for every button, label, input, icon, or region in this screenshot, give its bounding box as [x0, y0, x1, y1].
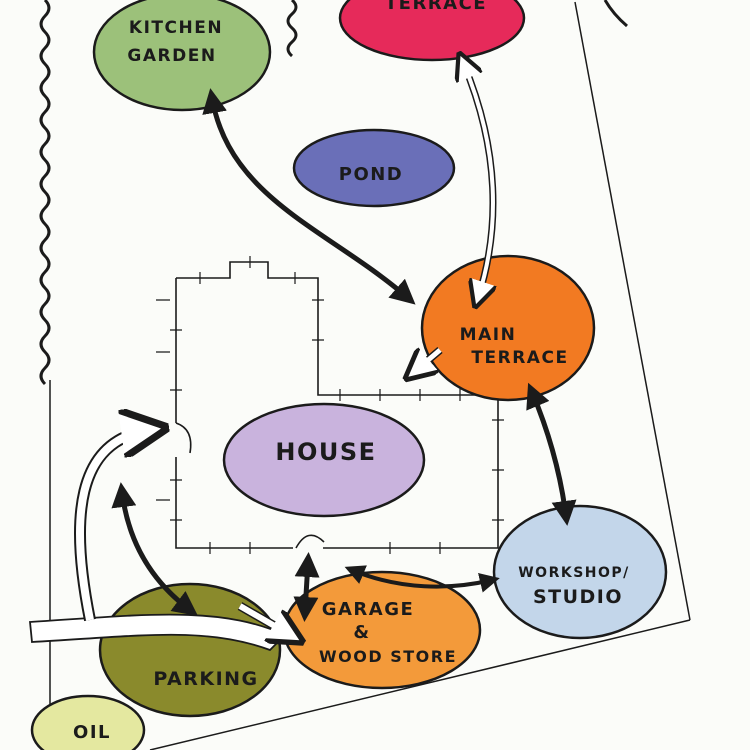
house-door-left: [175, 422, 192, 454]
open-arrows: [73, 61, 495, 639]
hedge-corner: [603, 0, 628, 28]
hedges: [39, 0, 628, 386]
arrow-terrace-to-main-terrace-inner: [461, 61, 495, 299]
parking-label: PARKING: [153, 668, 258, 690]
arrow-garage-to-house: [293, 552, 320, 622]
hedge-top: [286, 0, 298, 58]
arrow-main-terrace-to-house-inner: [412, 348, 442, 374]
terrace-label: TERRACE: [385, 0, 487, 14]
garage-wood-store-bubble: [282, 570, 482, 690]
pond-label: POND: [339, 164, 404, 185]
kitchen-garden-label-2: GARDEN: [127, 46, 216, 66]
garage-label-3: WOOD STORE: [319, 647, 457, 666]
arrow-parking-to-house-door: [111, 482, 198, 617]
kitchen-garden-label-1: KITCHEN: [129, 18, 223, 38]
oil-bubble: [30, 694, 146, 750]
hedge-left: [39, 0, 51, 386]
arrow-entrance-to-house-inner: [75, 426, 151, 621]
circulation-arrows: [111, 88, 577, 622]
arrow-entrance-to-house: [73, 430, 150, 622]
arrow-garage-to-workshop: [344, 565, 500, 593]
house-bubble: [222, 402, 426, 518]
arrow-kitchen-to-main-terrace: [202, 88, 416, 305]
boundary-bottom-edge: [149, 619, 691, 750]
oil-label: OIL: [73, 722, 111, 743]
arrow-main-terrace-to-workshop: [526, 382, 577, 526]
kitchen-garden-bubble: [92, 0, 272, 112]
main-terrace-label-2: TERRACE: [471, 348, 568, 368]
house-door-bottom: [295, 534, 325, 549]
arrow-driveway-to-garage-inner: [238, 603, 294, 639]
terrace-bubble: [338, 0, 526, 62]
house-label: HOUSE: [275, 438, 376, 466]
boundary-right-edge: [574, 1, 691, 621]
parking-bubble: [98, 582, 282, 718]
main-terrace-label-1: MAIN: [460, 325, 517, 345]
garage-label-2: &: [353, 622, 370, 643]
garage-label-1: GARAGE: [322, 599, 415, 620]
workshop-label-2: STUDIO: [533, 586, 623, 608]
site-boundary: [49, 1, 691, 750]
workshop-label-1: WORKSHOP/: [518, 565, 630, 581]
